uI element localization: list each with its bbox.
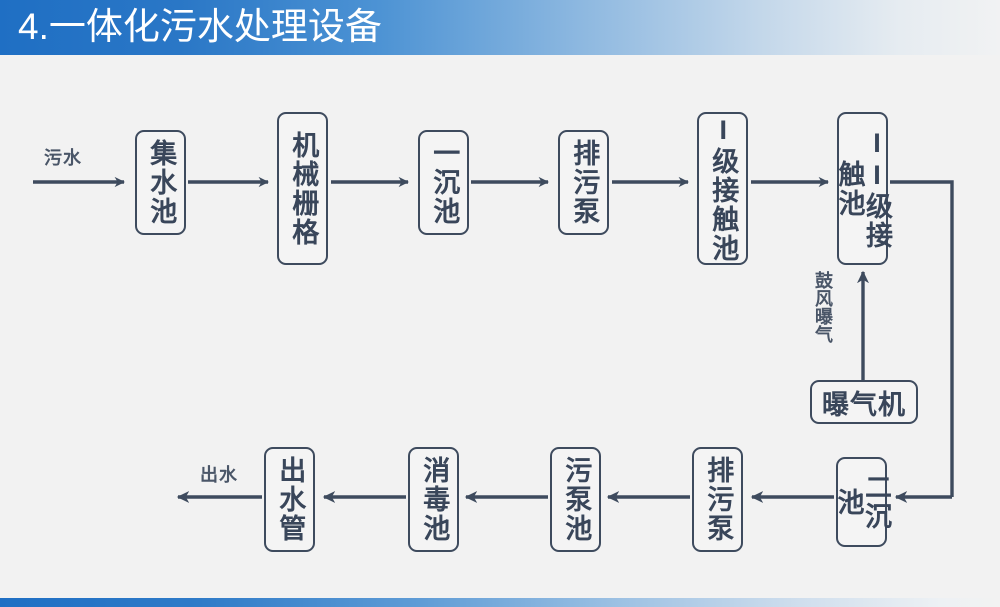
page-title: 4.一体化污水处理设备	[18, 6, 382, 47]
footer-bar	[0, 598, 1000, 607]
connector-contact2-to-settler2	[890, 180, 954, 497]
node-puqiji[interactable]: 曝气机	[810, 380, 918, 424]
node-xiaoduchi[interactable]: 消毒池	[408, 447, 459, 552]
node-jixieshange[interactable]: 机械栅格	[277, 112, 328, 265]
node-paiwubeng-top[interactable]: 排污泵	[558, 130, 609, 235]
header-bar: 4.一体化污水处理设备	[0, 0, 1000, 55]
node-wubengchi[interactable]: 污泵池	[550, 447, 601, 552]
label-aeration: 鼓风曝气	[813, 271, 833, 343]
node-chushuiguan[interactable]: 出水管	[264, 447, 315, 552]
node-yichenchi[interactable]: 一沉池	[418, 130, 469, 235]
label-inlet: 污水	[44, 148, 82, 168]
process-flow-diagram: 污水 出水 鼓风曝气 集水池 机械栅格 一沉池 排污泵 I级接触池 II级接触池…	[0, 55, 1000, 598]
node-jishuichi[interactable]: 集水池	[135, 130, 186, 235]
node-paiwubeng-bottom[interactable]: 排污泵	[692, 447, 743, 552]
node-erchenchi[interactable]: 二沉池	[834, 457, 891, 547]
label-outlet: 出水	[200, 465, 238, 485]
node-yijijiechuchi[interactable]: I级接触池	[697, 112, 748, 265]
node-erjijiechuchi[interactable]: II级接触池	[835, 112, 892, 265]
